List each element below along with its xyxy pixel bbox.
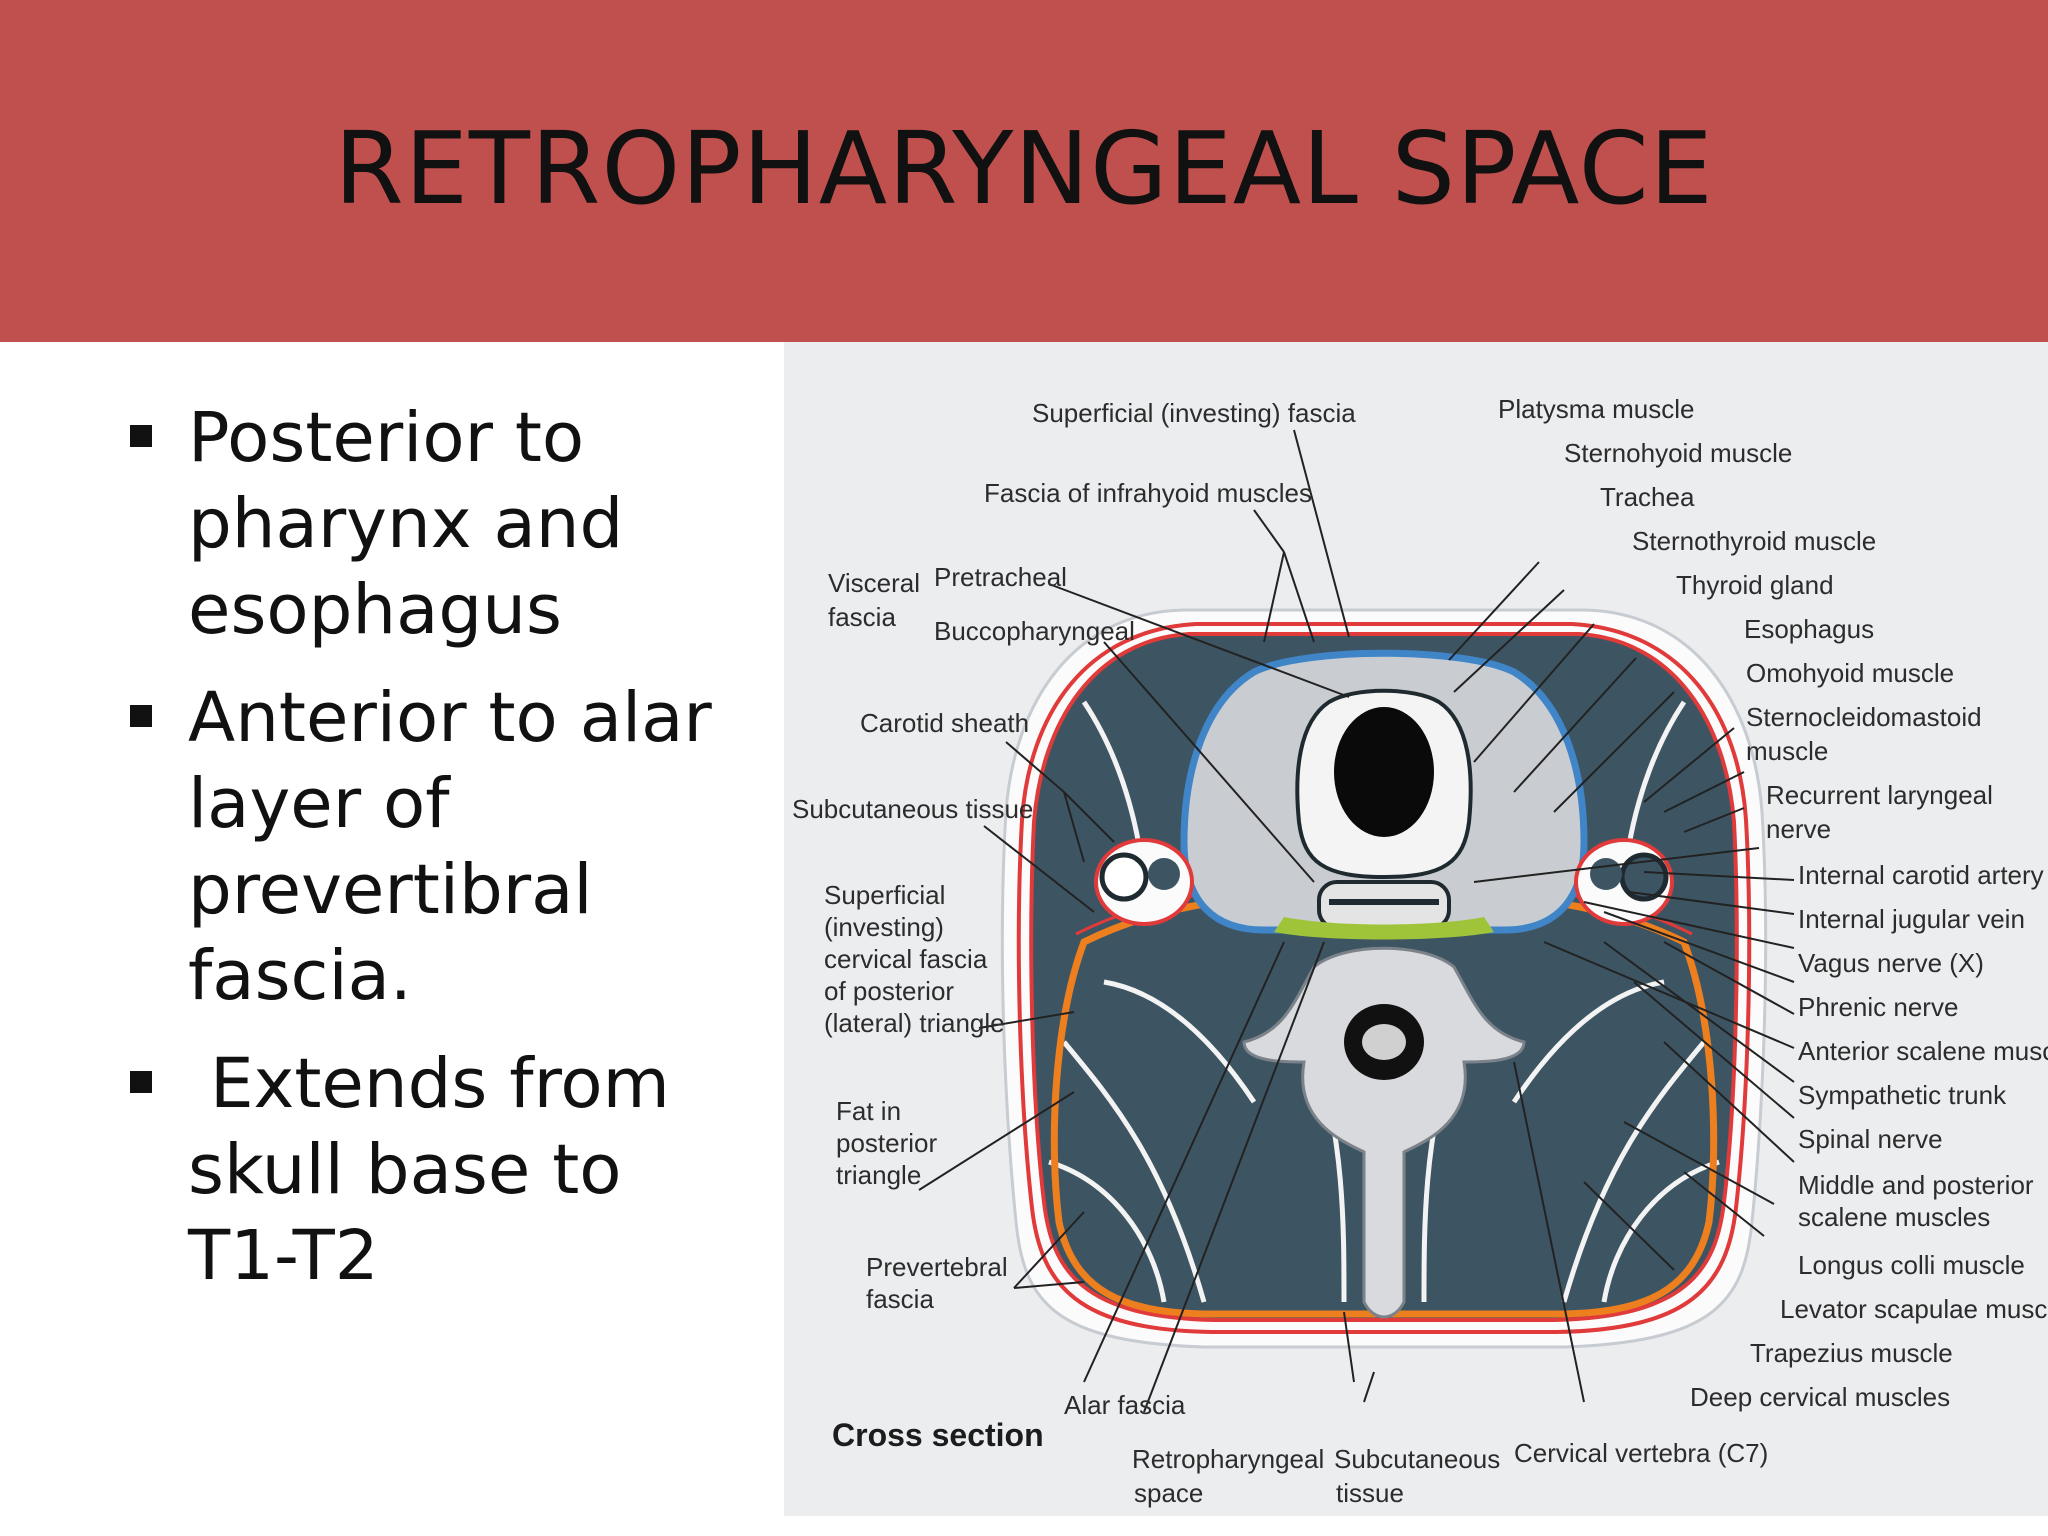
label-sternocleidomastoid: Sternocleidomastoid (1746, 702, 1982, 732)
label-internal-carotid: Internal carotid artery (1798, 860, 2044, 890)
vertebra-shape (1242, 946, 1526, 1319)
label-cross-section: Cross section (832, 1417, 1044, 1453)
label-phrenic: Phrenic nerve (1798, 992, 1958, 1022)
buccopharyngeal-fascia (1274, 917, 1494, 940)
label-recurrent-laryngeal: Recurrent laryngeal (1766, 780, 1993, 810)
title-bar: RETROPHARYNGEAL SPACE (0, 0, 2048, 342)
spinal-cord (1362, 1024, 1406, 1060)
label-middle-posterior-scalene: Middle and posterior (1798, 1170, 2034, 1200)
label-retropharyngeal-space: Retropharyngeal (1132, 1444, 1324, 1474)
label-anterior-scalene: Anterior scalene muscle (1798, 1036, 2048, 1066)
label-superficial-cervical: Superficial (824, 880, 945, 910)
label-carotid-sheath: Carotid sheath (860, 708, 1029, 738)
svg-text:fascia: fascia (866, 1284, 934, 1314)
svg-text:of posterior: of posterior (824, 976, 954, 1006)
neck-cross-section-diagram: Superficial (investing) fascia Fascia of… (792, 394, 2048, 1508)
bullet-item: Anterior to alar layer of prevertibral f… (120, 675, 740, 1019)
label-fascia-infrahyoid: Fascia of infrahyoid muscles (984, 478, 1312, 508)
label-superficial-investing-fascia: Superficial (investing) fascia (1032, 398, 1356, 428)
label-cervical-vertebra: Cervical vertebra (C7) (1514, 1438, 1768, 1468)
bullet-item: Extends from skull base to T1-T2 (120, 1041, 740, 1299)
label-levator-scapulae: Levator scapulae muscle (1780, 1294, 2048, 1324)
svg-text:tissue: tissue (1336, 1478, 1404, 1508)
bullet-list: Posterior to pharynx and esophagus Anter… (120, 395, 740, 1321)
label-buccopharyngeal: Buccopharyngeal (934, 616, 1135, 646)
svg-text:posterior: posterior (836, 1128, 937, 1158)
muscle-septa (1048, 700, 1720, 1303)
label-sternohyoid: Sternohyoid muscle (1564, 438, 1792, 468)
investing-fascia-line (1016, 622, 1752, 1334)
svg-text:nerve: nerve (1766, 814, 1831, 844)
svg-text:(investing): (investing) (824, 912, 944, 942)
slide-title: RETROPHARYNGEAL SPACE (334, 110, 1714, 227)
label-fat-posterior-triangle: Fat in (836, 1096, 901, 1126)
label-spinal-nerve: Spinal nerve (1798, 1124, 1943, 1154)
label-pretracheal: Pretracheal (934, 562, 1067, 592)
square-bullet-icon (130, 1071, 152, 1093)
label-esophagus: Esophagus (1744, 614, 1874, 644)
label-vagus: Vagus nerve (X) (1798, 948, 1984, 978)
trachea-lumen (1334, 707, 1434, 837)
label-thyroid-gland: Thyroid gland (1676, 570, 1834, 600)
svg-text:muscle: muscle (1746, 736, 1828, 766)
square-bullet-icon (130, 705, 152, 727)
svg-text:scalene muscles: scalene muscles (1798, 1202, 1990, 1232)
label-prevertebral-fascia: Prevertebral (866, 1252, 1008, 1282)
label-trachea: Trachea (1600, 482, 1695, 512)
svg-text:(lateral) triangle: (lateral) triangle (824, 1008, 1005, 1038)
svg-text:space: space (1134, 1478, 1203, 1508)
label-visceral-fascia: Visceral (828, 568, 920, 598)
label-subcutaneous-tissue: Subcutaneous tissue (792, 794, 1033, 824)
svg-text:cervical fascia: cervical fascia (824, 944, 988, 974)
label-omohyoid: Omohyoid muscle (1746, 658, 1954, 688)
square-bullet-icon (130, 425, 152, 447)
label-longus-colli: Longus colli muscle (1798, 1250, 2025, 1280)
label-deep-cervical: Deep cervical muscles (1690, 1382, 1950, 1412)
anatomy-figure: Superficial (investing) fascia Fascia of… (784, 342, 2048, 1516)
label-trapezius: Trapezius muscle (1750, 1338, 1953, 1368)
label-platysma: Platysma muscle (1498, 394, 1695, 424)
label-visceral-fascia-2: fascia (828, 602, 896, 632)
label-alar-fascia: Alar fascia (1064, 1390, 1186, 1420)
label-internal-jugular: Internal jugular vein (1798, 904, 2025, 934)
label-subcutaneous-bottom: Subcutaneous (1334, 1444, 1500, 1474)
label-sternothyroid: Sternothyroid muscle (1632, 526, 1876, 556)
label-sympathetic-trunk: Sympathetic trunk (1798, 1080, 2007, 1110)
bullet-item: Posterior to pharynx and esophagus (120, 395, 740, 653)
leader-lines (918, 429, 1795, 1413)
svg-text:triangle: triangle (836, 1160, 921, 1190)
